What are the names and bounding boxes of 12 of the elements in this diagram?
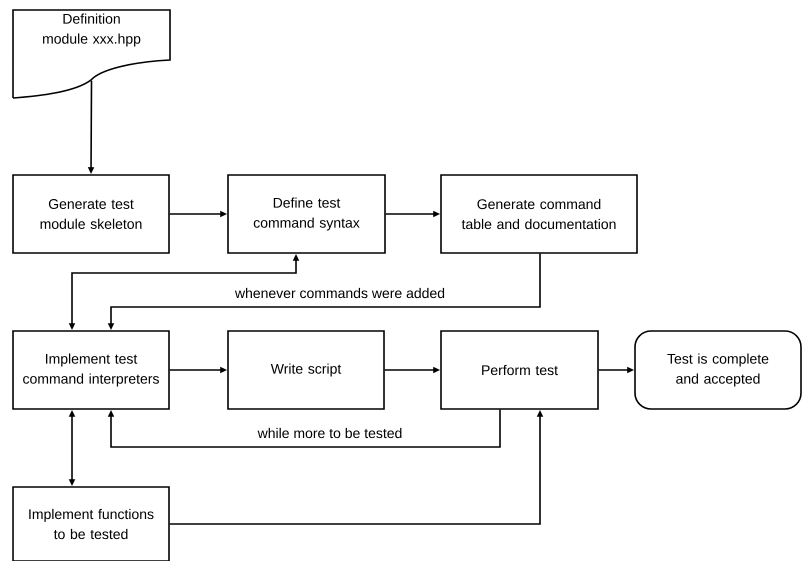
process-box: Implement functions to be tested [12,486,170,561]
process-box: Define test command syntax [227,174,386,254]
document-shape: Definition module xxx.hpp [12,9,171,99]
edge-label: while more to be tested [258,428,402,438]
terminal-box: Test is complete and accepted [634,330,802,410]
edge-label: whenever commands were added [234,288,444,298]
process-box: Generate test module skeleton [12,174,170,254]
process-box: Generate command table and documentation [440,174,638,254]
arrow [108,410,501,448]
process-box: Implement test command interpreters [12,330,170,410]
process-box: Perform test [440,330,599,410]
process-box: Write script [227,330,385,410]
